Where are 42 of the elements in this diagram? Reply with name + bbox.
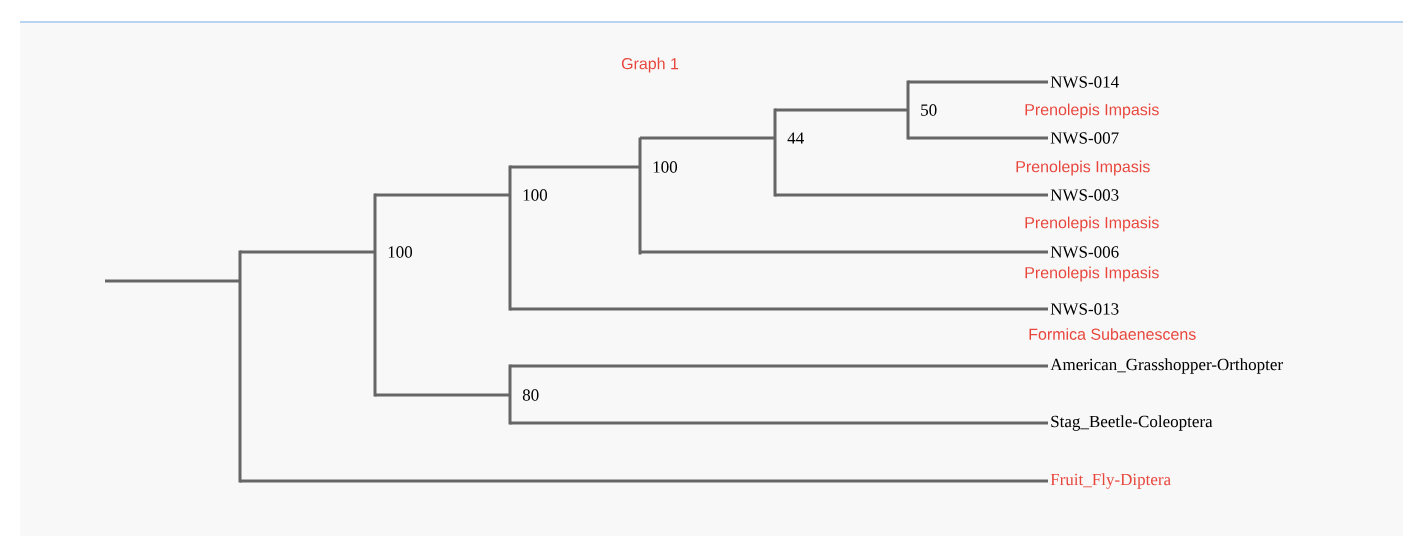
species-label: Prenolepis Impasis: [1016, 160, 1150, 176]
leaf-label: NWS-013: [1050, 303, 1119, 315]
branch-bar: [373, 193, 377, 397]
leaf-label: American_Grasshopper-Orthopter: [1050, 358, 1283, 374]
branch-bar: [906, 80, 910, 140]
support-value: 50: [921, 104, 937, 116]
leaf-label: NWS-006: [1050, 246, 1119, 258]
branch-line: [240, 479, 1048, 483]
branch-line: [640, 136, 775, 140]
branch-line: [510, 421, 1048, 425]
branch-bar: [773, 108, 777, 197]
branch-line: [240, 250, 375, 254]
branch-bar: [238, 250, 242, 483]
support-value: 100: [388, 246, 413, 258]
leaf-label: NWS-003: [1050, 189, 1119, 201]
branch-line: [105, 279, 240, 283]
species-label: Prenolepis Impasis: [1025, 266, 1159, 282]
branch-line: [510, 364, 1048, 368]
species-label: Prenolepis Impasis: [1025, 103, 1159, 119]
branch-line: [640, 250, 1048, 254]
leaf-label: Stag_Beetle-Coleoptera: [1051, 415, 1213, 431]
branch-line: [775, 108, 908, 112]
support-value: 44: [787, 132, 804, 144]
branch-line: [908, 136, 1048, 140]
branch-line: [775, 193, 1048, 197]
branch-line: [908, 80, 1048, 84]
support-value: 100: [653, 161, 678, 173]
branch-line: [375, 193, 510, 197]
support-value: 100: [523, 189, 548, 201]
support-value: 80: [522, 389, 539, 401]
branch-line: [375, 393, 510, 397]
species-label: Formica Subaenescens: [1029, 328, 1196, 340]
leaf-label: Fruit_Fly-Diptera: [1050, 473, 1171, 489]
branch-bar: [508, 364, 512, 425]
title: Graph 1: [621, 57, 679, 73]
branch-line: [510, 165, 640, 169]
branch-bar: [638, 137, 642, 255]
leaf-label: NWS-014: [1050, 76, 1119, 88]
leaf-label: NWS-007: [1050, 132, 1119, 144]
branch-bar: [508, 165, 512, 311]
species-label: Prenolepis Impasis: [1025, 216, 1159, 232]
branch-line: [510, 307, 1048, 311]
